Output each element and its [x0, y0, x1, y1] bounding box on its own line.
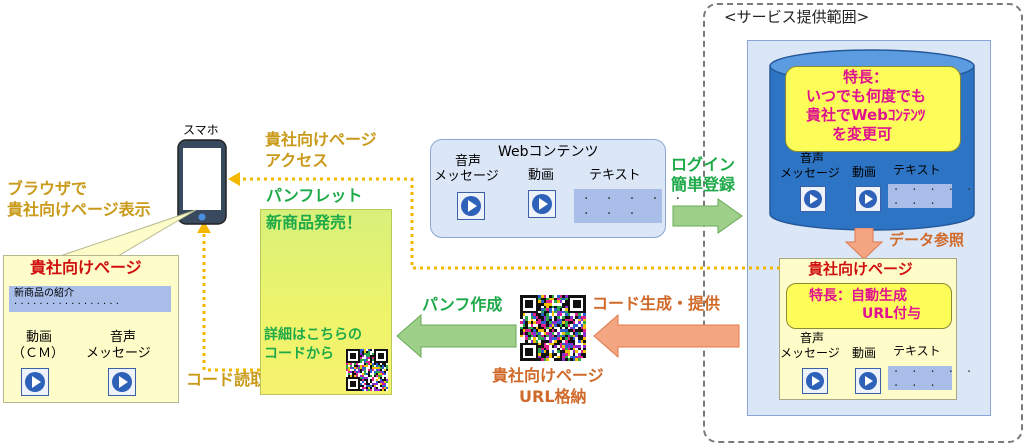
login-label-1: ログイン	[671, 155, 736, 174]
web-voice-play-icon	[457, 192, 485, 220]
pamphlet-detail-1: 詳細はこちらの	[264, 327, 362, 343]
db-voice-label-1: 音声	[800, 151, 825, 165]
db-video-label: 動画	[852, 165, 877, 179]
right-text-dots: · · · · · · · ·	[894, 365, 977, 394]
access-label-1: 貴社向けページ	[265, 130, 377, 149]
intro-label: 新商品の紹介	[14, 288, 74, 299]
data-ref-arrow	[845, 228, 883, 260]
web-contents-title: Webコンテンツ	[498, 144, 599, 160]
pamph-create-arrow	[396, 314, 517, 358]
db-voice-label-2: メッセージ	[780, 166, 840, 180]
feature-top-line-1: いつでも何度でも	[806, 87, 927, 105]
feature-top-title: 特長：	[843, 68, 889, 86]
access-label-2: アクセス	[265, 151, 329, 170]
phone-label: スマホ	[183, 123, 219, 137]
right-voice-play-icon	[802, 368, 828, 394]
url-qr-code	[520, 295, 586, 361]
intro-dots: · · · · · · · · · · · · · · · · ·	[14, 299, 119, 310]
url-store-label-1: 貴社向けページ	[492, 366, 604, 385]
code-gen-label: コード生成・提供	[592, 294, 721, 313]
left-voice-label-1: 音声	[110, 330, 137, 345]
feature-box-top	[785, 66, 961, 152]
feature-top-line-3: を変更可	[832, 125, 893, 143]
pamphlet-headline: 新商品発売！	[266, 213, 363, 232]
left-video-label-2: （ＣＭ）	[12, 346, 65, 361]
right-voice-label-2: メッセージ	[780, 346, 840, 360]
web-text-box	[574, 189, 662, 223]
db-video-play-icon	[855, 186, 881, 212]
company-page-right-title: 貴社向けページ	[808, 260, 913, 278]
code-read-label: コード読取	[186, 370, 267, 389]
right-text-box	[888, 366, 952, 390]
right-text-label: テキスト	[893, 344, 941, 358]
right-video-play-icon	[855, 368, 881, 394]
login-arrow	[672, 198, 743, 234]
browser-label-2: 貴社向けページ表示	[7, 200, 151, 219]
db-text-box	[888, 184, 952, 208]
left-video-label-1: 動画	[26, 330, 53, 345]
login-label-2: 簡単登録	[671, 175, 736, 194]
db-text-label: テキスト	[893, 163, 941, 177]
right-voice-label-1: 音声	[800, 331, 825, 345]
web-video-label: 動画	[528, 168, 555, 183]
data-ref-label: データ参照	[889, 231, 965, 249]
pamphlet-detail-2: コードから	[264, 346, 334, 362]
auto-gen-line-1: 特長：自動生成	[809, 288, 907, 304]
web-voice-label-1: 音声	[455, 154, 482, 169]
pamphlet-qr-code	[346, 349, 388, 391]
service-scope-label: <サービス提供範囲>	[724, 8, 870, 26]
db-voice-play-icon	[800, 186, 826, 212]
auto-gen-line-2: URL付与	[862, 306, 922, 322]
url-store-label-2: URL格納	[519, 387, 587, 406]
intro-box	[9, 286, 171, 312]
web-text-label: テキスト	[589, 168, 641, 183]
auto-gen-feature-box	[786, 283, 952, 329]
web-video-play-icon	[528, 190, 556, 218]
db-text-dots: · · · · · · · ·	[894, 183, 977, 212]
company-page-left-title: 貴社向けページ	[30, 258, 142, 277]
feature-top-line-2: 貴社でWebｺﾝﾃﾝﾂ	[806, 106, 926, 124]
right-video-label: 動画	[852, 346, 877, 360]
left-video-play-icon	[21, 368, 49, 396]
code-gen-arrow	[593, 314, 740, 358]
web-text-dots: · · · · · · · ·	[584, 191, 688, 222]
web-voice-label-2: メッセージ	[434, 169, 499, 184]
smartphone-icon	[177, 139, 227, 225]
pamphlet-title: パンフレット	[266, 186, 363, 205]
pamph-create-label: パンフ作成	[422, 295, 503, 314]
left-voice-label-2: メッセージ	[86, 346, 151, 361]
browser-label-1: ブラウザで	[7, 179, 88, 198]
left-voice-play-icon	[108, 368, 136, 396]
